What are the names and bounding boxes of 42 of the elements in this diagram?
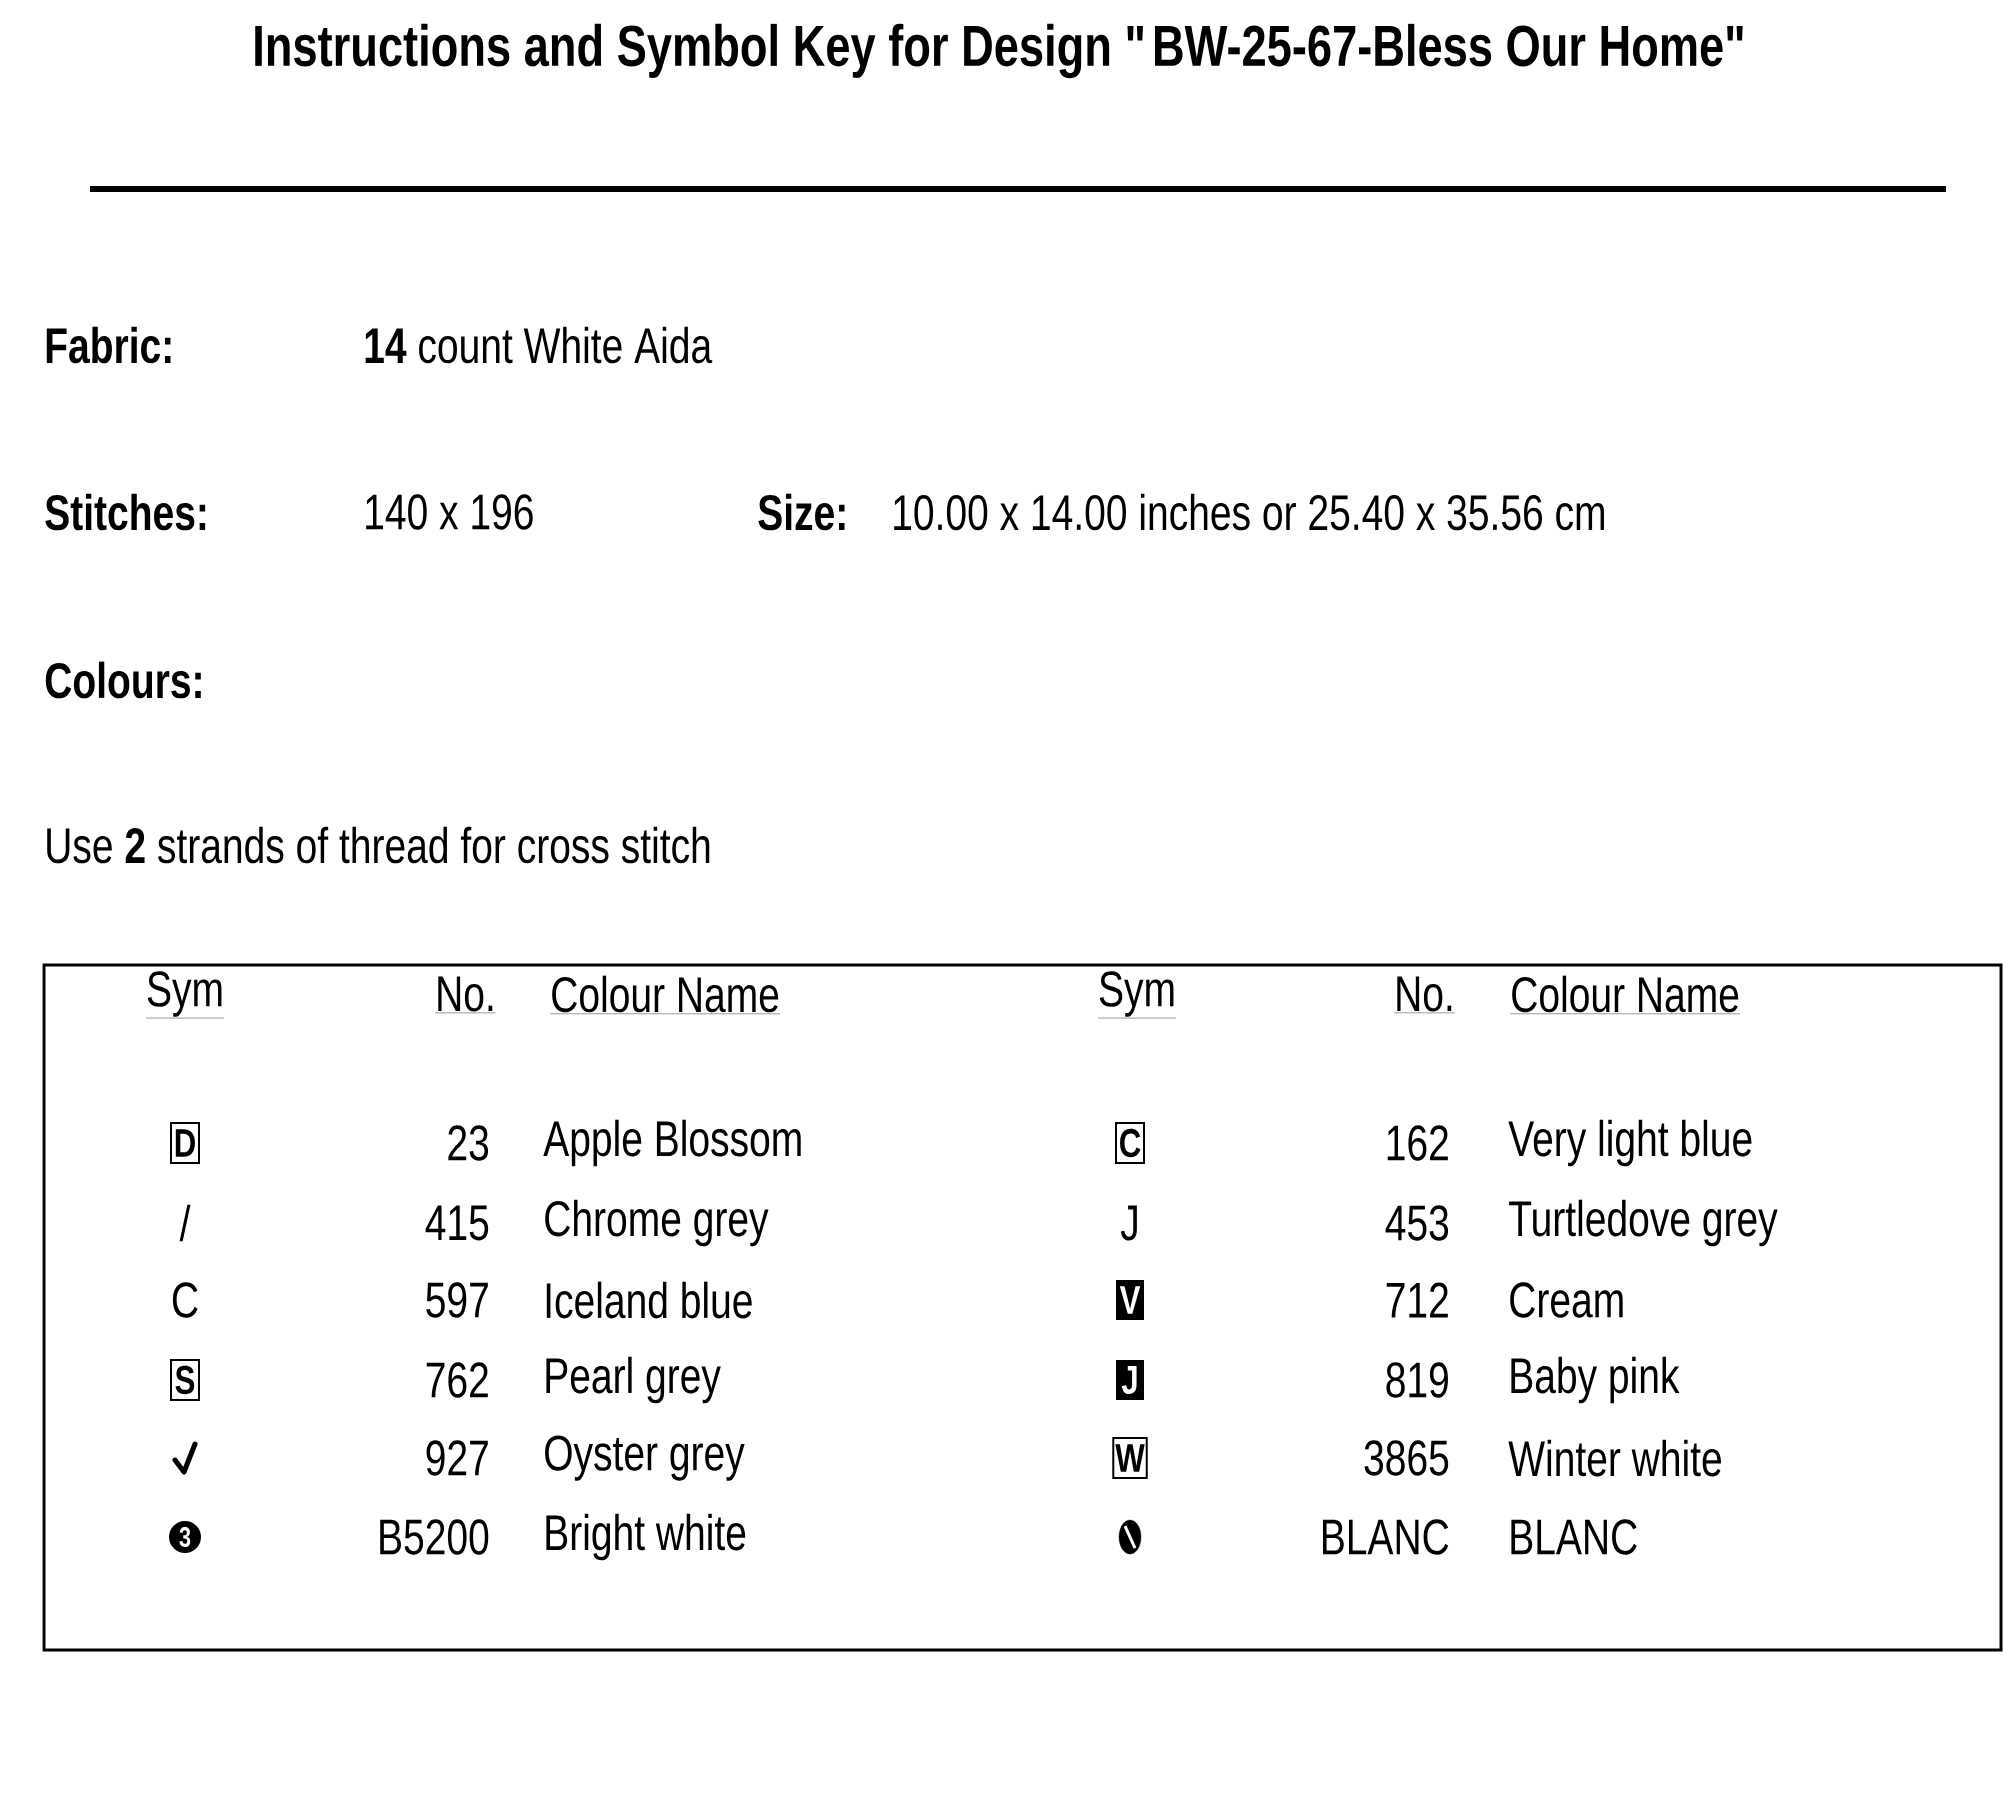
thread-number: 23 [448, 1125, 489, 1161]
field-label: Size: [758, 493, 845, 531]
colour-name: Apple Blossom [543, 1119, 801, 1167]
thread-number: 453 [1385, 1205, 1449, 1241]
field-value: 140 x 196 [366, 494, 533, 530]
thread-number: 762 [426, 1362, 488, 1398]
thread-number: 415 [425, 1205, 489, 1241]
thread-number: 712 [1386, 1282, 1448, 1318]
thread-number: 3865 [1364, 1440, 1449, 1476]
column-header: Sym [145, 971, 225, 1019]
column-header: Sym [1097, 971, 1177, 1019]
colour-name: Winter white [1508, 1439, 1721, 1477]
column-header: No. [434, 976, 496, 1014]
thread-number: B5200 [380, 1519, 489, 1555]
field-value: 10.00 x 14.00 inches or 25.40 x 35.56 cm [894, 493, 1604, 531]
colour-name: BLANC [1511, 1519, 1637, 1555]
column-header: Colour Name [1510, 975, 1741, 1014]
colour-name: Turtledove grey [1509, 1199, 1778, 1247]
column-header: No. [1393, 976, 1455, 1014]
colour-name: Pearl grey [546, 1356, 721, 1404]
thread-number: 819 [1386, 1362, 1448, 1398]
colour-name: Cream [1510, 1282, 1623, 1318]
field-label: Stitches: [45, 493, 206, 531]
colour-name: Iceland blue [546, 1281, 752, 1319]
colour-name: Chrome grey [545, 1199, 769, 1247]
colour-name: Bright white [546, 1513, 746, 1561]
field-label: Fabric: [46, 326, 171, 364]
field-label: Colours: [45, 661, 201, 699]
title: Instructions and Symbol Key for Design "BW-25-67-Bless Our Home" [255, 23, 1743, 79]
colour-name: Very light blue [1508, 1119, 1752, 1167]
thread-number: 162 [1387, 1125, 1448, 1161]
instruction-text: Use 2 strands of thread for cross stitch [47, 826, 710, 864]
colour-name: Oyster grey [545, 1435, 745, 1481]
field-value: 14 count White Aida [365, 326, 713, 364]
thread-number: BLANC [1322, 1519, 1449, 1555]
symbol-glyph: C [172, 1282, 198, 1318]
column-header: Colour Name [550, 975, 781, 1014]
symbol-glyph: J [1120, 1205, 1137, 1241]
colour-name: Baby pink [1511, 1356, 1680, 1404]
thread-number: 597 [426, 1282, 488, 1318]
thread-number: 927 [426, 1440, 488, 1476]
symbol-glyph: / [179, 1204, 191, 1242]
